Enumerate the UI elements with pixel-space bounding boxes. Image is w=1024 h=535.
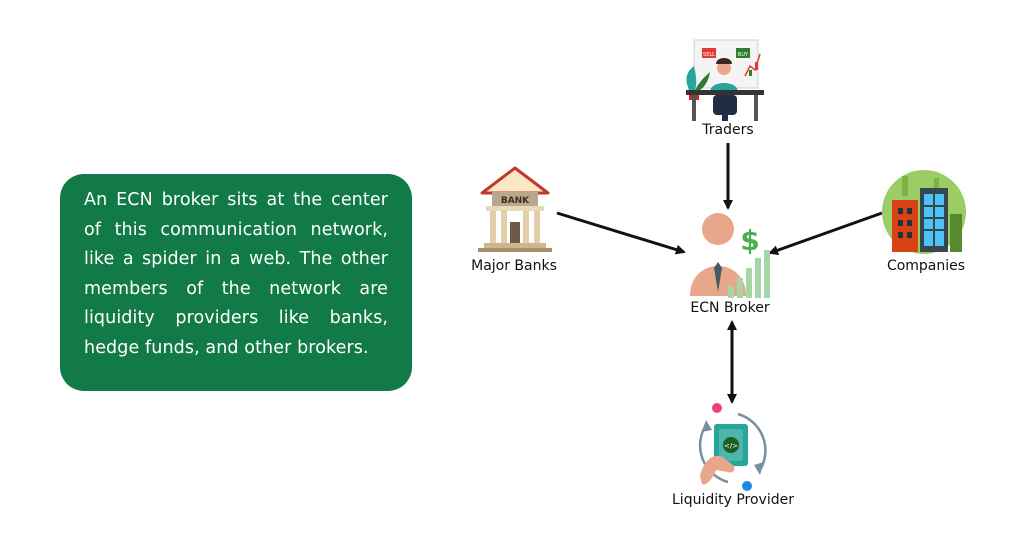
trader-desk-icon: SELL BUY [686, 39, 764, 121]
ecn-broker-label: ECN Broker [690, 300, 770, 316]
company-buildings-icon [882, 170, 966, 254]
description-text: An ECN broker sits at the center of this… [84, 190, 388, 358]
svg-text:$: $ [740, 224, 759, 257]
bank-sign-text: BANK [501, 196, 530, 206]
sell-button-label: SELL [703, 52, 715, 58]
buy-button-label: BUY [738, 52, 749, 58]
arrow-companies-to-broker [768, 211, 883, 256]
companies-label: Companies [886, 258, 966, 274]
major-banks-label: Major Banks [471, 258, 557, 274]
bank-building-icon: BANK [478, 166, 552, 252]
liquidity-provider-label: Liquidity Provider [672, 492, 794, 508]
description-box: An ECN broker sits at the center of this… [60, 174, 412, 391]
liquidity-cycle-icon: </> [698, 403, 767, 491]
arrow-banks-to-broker [556, 211, 686, 255]
svg-text:</>: </> [724, 442, 738, 450]
traders-label: Traders [702, 122, 754, 138]
broker-person-icon: $ [690, 213, 770, 298]
